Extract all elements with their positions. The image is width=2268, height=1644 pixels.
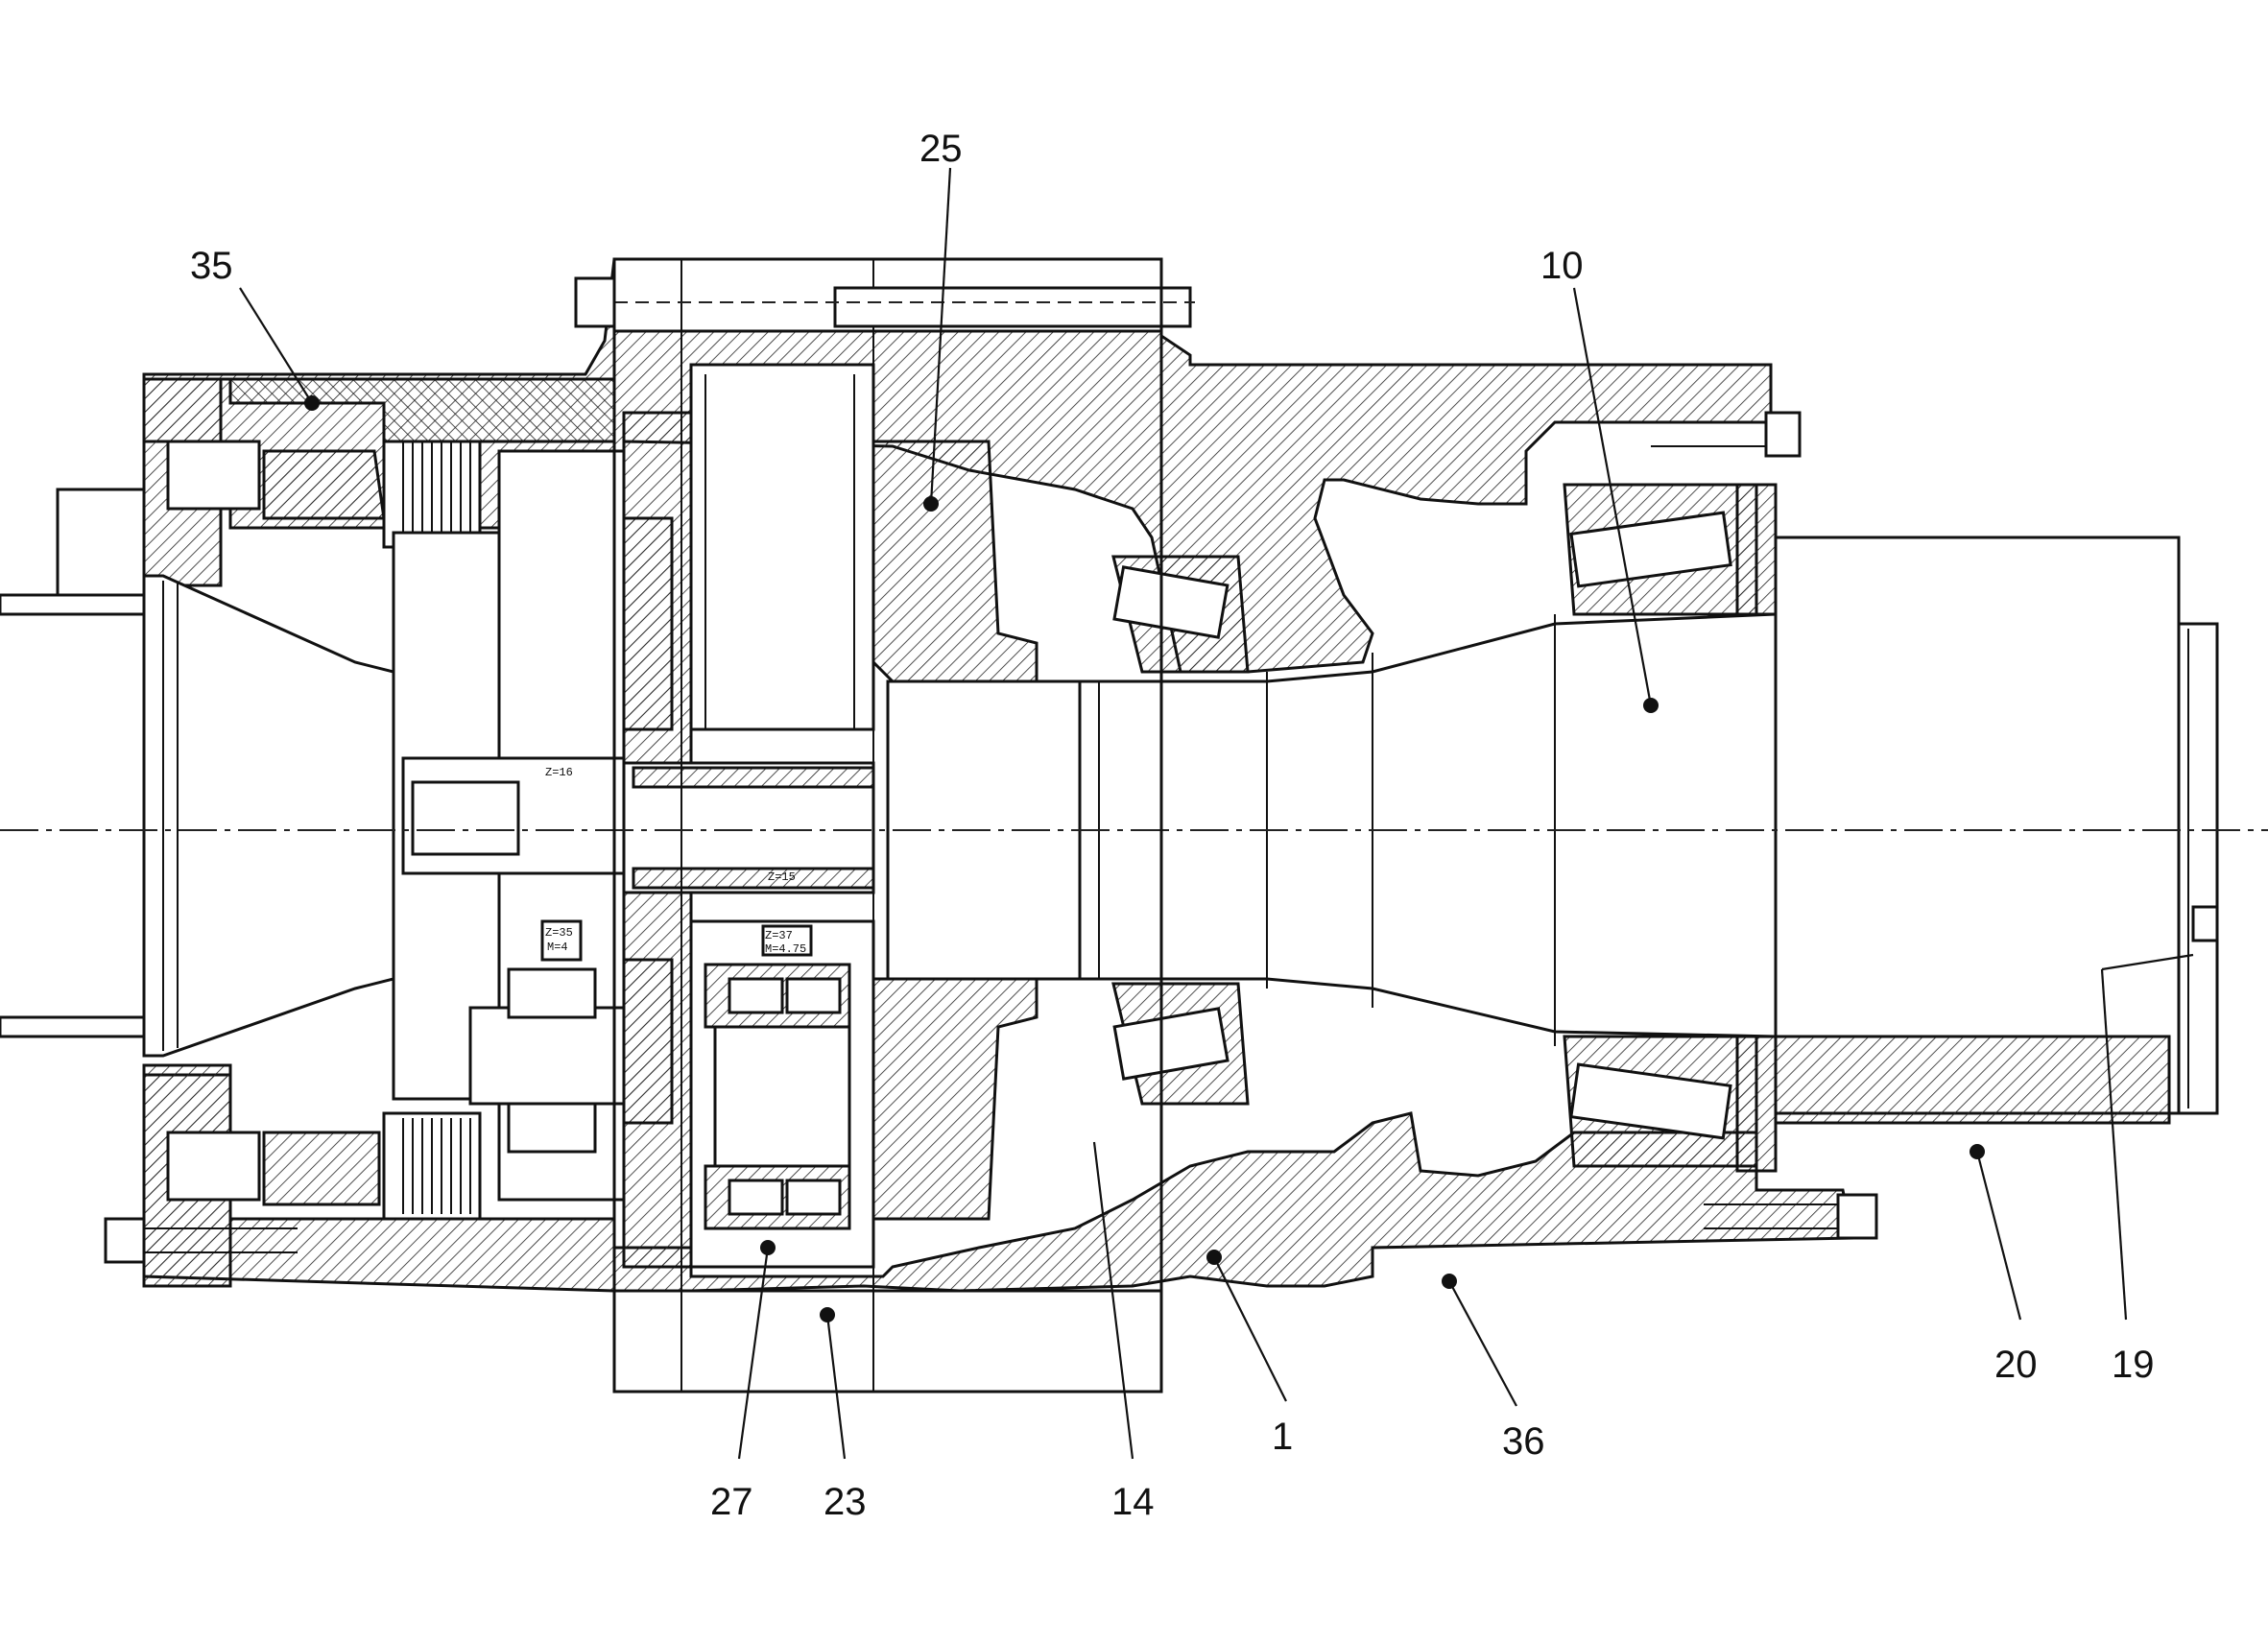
gear-label-m4: M=4 <box>547 941 568 954</box>
top-tie-bolt <box>574 276 1195 328</box>
callout-1: 1 <box>1206 1250 1293 1458</box>
callout-label-14: 14 <box>1111 1481 1155 1523</box>
gear-label-z35: Z=35 <box>545 926 573 940</box>
planet-gear-upper <box>689 363 875 731</box>
housing-lower <box>142 1073 1854 1293</box>
disc-lines-bottom <box>402 1118 471 1214</box>
callout-20: 20 <box>1970 1144 2038 1386</box>
sun-shaft: Z=15 <box>622 761 875 894</box>
bearing-left-upper <box>1111 555 1250 674</box>
output-hub <box>1735 483 2219 1173</box>
bottom-left-bolt <box>104 1217 298 1264</box>
brake-disc-pack <box>166 440 482 1221</box>
callout-label-27: 27 <box>710 1481 753 1523</box>
planet-gear-lower: Z=37 M=4.75 <box>689 919 875 1269</box>
callout-label-1: 1 <box>1272 1416 1293 1458</box>
callout-label-35: 35 <box>190 245 233 287</box>
bearing-right-lower <box>1563 1035 1758 1168</box>
gear-label-m475: M=4.75 <box>765 942 806 956</box>
callout-25: 25 <box>919 128 963 512</box>
left-end-cover <box>0 377 616 1288</box>
gear-label-z15: Z=15 <box>768 870 796 884</box>
callout-label-25: 25 <box>919 128 963 170</box>
callout-36: 36 <box>1442 1274 1545 1463</box>
inner-drum: Z=16 Z=35 M=4 <box>392 449 626 1202</box>
callout-label-20: 20 <box>1994 1344 2038 1386</box>
gear-label-z16: Z=16 <box>545 766 573 779</box>
right-flange-bolt <box>1704 1193 1878 1240</box>
callout-label-10: 10 <box>1540 245 1584 287</box>
callout-14: 14 <box>1092 1141 1155 1523</box>
callout-10: 10 <box>1540 245 1659 713</box>
top-right-bolt <box>1651 411 1802 458</box>
callout-label-36: 36 <box>1502 1420 1545 1463</box>
callout-label-19: 19 <box>2112 1344 2155 1386</box>
callout-35: 35 <box>190 245 320 411</box>
bearing-left-lower <box>1111 982 1250 1106</box>
callout-23: 23 <box>820 1307 867 1523</box>
callout-19: 19 <box>2100 953 2194 1386</box>
gear-label-z37: Z=37 <box>765 929 793 942</box>
callout-label-23: 23 <box>824 1481 867 1523</box>
callout-27: 27 <box>710 1240 776 1523</box>
bearing-right-upper <box>1563 483 1758 616</box>
disc-lines-top <box>402 441 471 537</box>
outline-overlay <box>612 257 1163 1394</box>
